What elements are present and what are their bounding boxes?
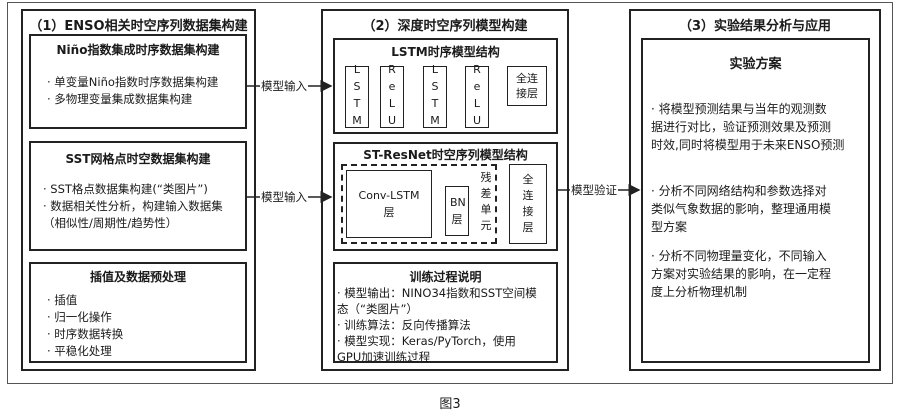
nino-dataset-box: Niño指数集成时序数据集构建 · 单变量Niño指数时序数据集构建 · 多物理…	[29, 34, 247, 129]
arrow-label-input-1: 模型输入	[260, 78, 308, 94]
arrow-label-input-2: 模型输入	[260, 189, 308, 205]
sst-dataset-title: SST网格点时空数据集构建	[65, 152, 211, 166]
list-item: · 训练算法：反向传播算法	[337, 318, 471, 332]
training-process-items: · 模型输出：NINO34指数和SST空间模 态（“类图片”） · 训练算法：反…	[337, 285, 537, 365]
list-item: · 模型输出：NINO34指数和SST空间模	[337, 286, 537, 300]
lstm-model-box: LSTM时序模型结构 LSTM ReLU LSTM ReLU 全连接层	[333, 38, 558, 134]
list-item: · 单变量Niño指数时序数据集构建	[47, 75, 219, 89]
training-process-title: 训练过程说明	[409, 270, 482, 284]
list-item: · 插值	[47, 293, 78, 307]
st-resnet-model-title: ST-ResNet时空序列模型结构	[363, 148, 528, 162]
list-item: · 平稳化处理	[47, 344, 112, 358]
experiment-paragraph-1: · 将模型预测结果与当年的观测数 据进行对比，验证预测效果及预测 时效,同时将模…	[651, 102, 845, 152]
st-resnet-model-box: ST-ResNet时空序列模型结构 Conv-LSTM层 BN层 残差单元 全连…	[333, 142, 558, 251]
nino-dataset-items: · 单变量Niño指数时序数据集构建 · 多物理变量集成数据集构建	[47, 74, 218, 108]
lstm-layer-1: LSTM	[345, 63, 369, 131]
list-item: GPU加速训练过程	[337, 350, 431, 364]
bn-layer: BN层	[445, 186, 469, 236]
st-fc-layer: 全连接层	[509, 164, 547, 244]
preprocessing-title: 插值及数据预处理	[89, 270, 186, 284]
list-item: 态（“类图片”）	[337, 302, 418, 316]
column1-title: （1）ENSO相关时空序列数据集构建	[29, 19, 248, 34]
figure-frame	[7, 2, 893, 384]
list-item: · 归一化操作	[47, 310, 112, 324]
sst-dataset-box: SST网格点时空数据集构建 · SST格点数据集构建(“类图片”) · 数据相关…	[29, 141, 247, 251]
experiment-plan-title: 实验方案	[729, 57, 782, 72]
conv-lstm-layer: Conv-LSTM层	[346, 170, 432, 238]
figure-caption: 图3	[439, 397, 461, 412]
relu-layer-1: ReLU	[380, 63, 404, 131]
list-item: · SST格点数据集构建(“类图片”)	[43, 182, 208, 196]
lstm-model-title: LSTM时序模型结构	[391, 45, 500, 59]
residual-dashed-frame	[341, 164, 497, 244]
preprocessing-box: 插值及数据预处理 · 插值 · 归一化操作 · 时序数据转换 · 平稳化处理	[29, 262, 247, 363]
column2-title: （2）深度时空序列模型构建	[362, 19, 528, 34]
sst-dataset-items: · SST格点数据集构建(“类图片”) · 数据相关性分析，构建输入数据集 （相…	[43, 181, 223, 232]
lstm-layer-2: LSTM	[423, 63, 447, 131]
list-item: · 时序数据转换	[47, 327, 124, 341]
experiment-plan-box: 实验方案 · 将模型预测结果与当年的观测数 据进行对比，验证预测效果及预测 时效…	[641, 38, 870, 363]
preprocessing-items: · 插值 · 归一化操作 · 时序数据转换 · 平稳化处理	[47, 292, 123, 360]
arrow-label-validate: 模型验证	[570, 182, 618, 198]
training-process-box: 训练过程说明 · 模型输出：NINO34指数和SST空间模 态（“类图片”） ·…	[333, 262, 558, 365]
list-item: · 多物理变量集成数据集构建	[47, 92, 193, 106]
column3-title: （3）实验结果分析与应用	[678, 19, 832, 34]
column-data-construction: （1）ENSO相关时空序列数据集构建	[21, 9, 256, 371]
lstm-fc-layer: 全连接层	[507, 66, 547, 106]
list-item: （相似性/周期性/趋势性）	[43, 216, 178, 230]
nino-dataset-title: Niño指数集成时序数据集构建	[56, 43, 220, 57]
relu-layer-2: ReLU	[465, 63, 489, 131]
experiment-paragraph-3: · 分析不同物理量变化，不同输入 方案对实验结果的影响，在一定程 度上分析物理机…	[651, 249, 832, 299]
experiment-paragraph-2: · 分析不同网络结构和参数选择对 类似气象数据的影响，整理通用模 型方案	[651, 184, 832, 234]
list-item: · 数据相关性分析，构建输入数据集	[43, 199, 223, 213]
list-item: · 模型实现：Keras/PyTorch，使用	[337, 334, 516, 348]
residual-unit-label: 残差单元	[480, 171, 492, 232]
